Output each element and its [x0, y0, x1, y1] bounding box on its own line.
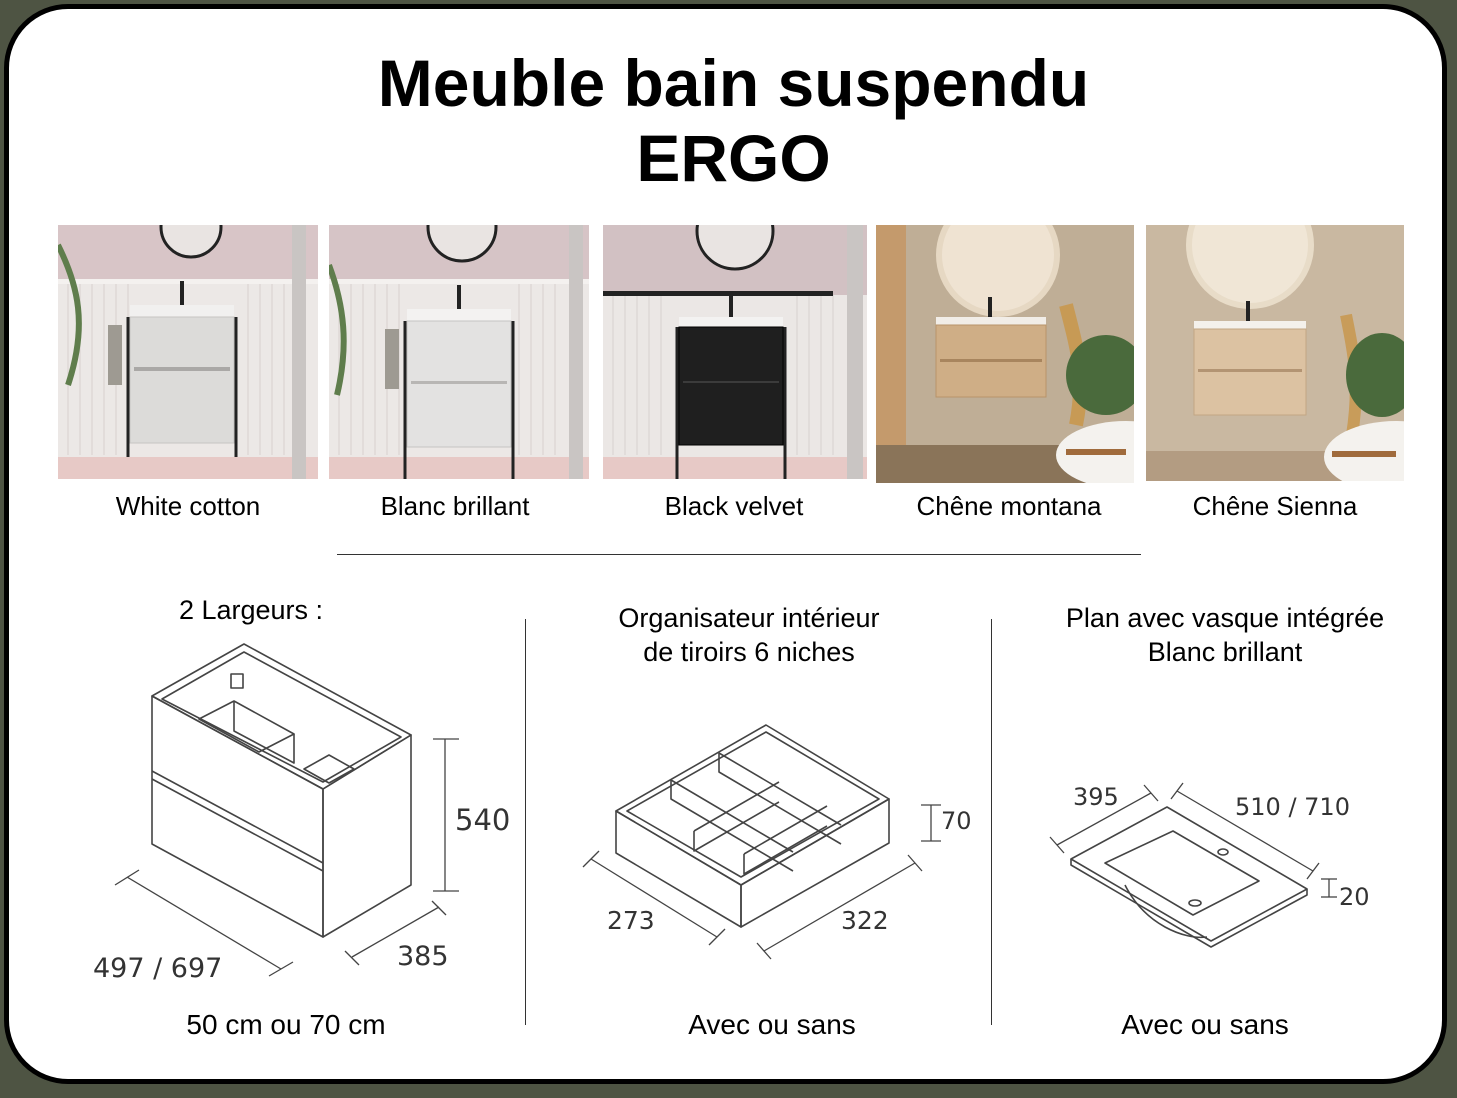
organizer-width-dimension: 322 — [841, 906, 889, 935]
product-card: Meuble bain suspendu ERGO — [4, 4, 1447, 1084]
finish-label: Chêne Sienna — [1192, 491, 1358, 521]
finish-label: Blanc brillant — [380, 491, 530, 521]
organizer-depth-dimension: 273 — [607, 906, 655, 935]
column-divider — [991, 619, 992, 1025]
page-title: Meuble bain suspendu — [377, 46, 1090, 120]
widths-footer: 50 cm ou 70 cm — [186, 1009, 386, 1040]
finish-image-chene-sienna[interactable] — [1146, 225, 1404, 481]
cabinet-depth-dimension: 385 — [397, 941, 449, 972]
basin-height-dimension: 20 — [1339, 883, 1370, 911]
organizer-footer: Avec ou sans — [688, 1009, 856, 1040]
basin-title: Plan avec vasque intégrée Blanc brillant — [1035, 601, 1415, 669]
basin-title-line1: Plan avec vasque intégrée — [1065, 603, 1385, 633]
basin-footer: Avec ou sans — [1121, 1009, 1289, 1040]
organizer-title: Organisateur intérieur de tiroirs 6 nich… — [569, 601, 929, 669]
widths-title: 2 Largeurs : — [178, 595, 324, 625]
column-divider — [525, 619, 526, 1025]
basin-dimension-diagram: 395 510 / 710 20 — [1049, 782, 1370, 948]
basin-depth-dimension: 395 — [1073, 783, 1119, 811]
organizer-dimension-diagram: 273 322 70 — [582, 724, 972, 960]
finish-label: Black velvet — [664, 491, 804, 521]
finish-label: White cotton — [115, 491, 261, 521]
cabinet-dimension-diagram: 497 / 697 385 540 — [93, 643, 510, 984]
organizer-title-line2: de tiroirs 6 niches — [643, 637, 855, 667]
basin-title-line2: Blanc brillant — [1147, 637, 1303, 667]
finish-image-black-velvet[interactable] — [603, 225, 867, 479]
organizer-height-dimension: 70 — [941, 807, 972, 835]
basin-width-dimension: 510 / 710 — [1235, 793, 1350, 821]
finish-image-chene-montana[interactable] — [876, 225, 1134, 483]
product-name: ERGO — [636, 121, 831, 195]
finish-image-white-cotton[interactable] — [58, 225, 318, 479]
section-divider — [337, 554, 1141, 555]
finish-label: Chêne montana — [916, 491, 1102, 521]
organizer-title-line1: Organisateur intérieur — [618, 603, 880, 633]
cabinet-height-dimension: 540 — [455, 803, 510, 837]
finish-image-blanc-brillant[interactable] — [329, 225, 589, 479]
cabinet-width-dimension: 497 / 697 — [93, 953, 222, 984]
